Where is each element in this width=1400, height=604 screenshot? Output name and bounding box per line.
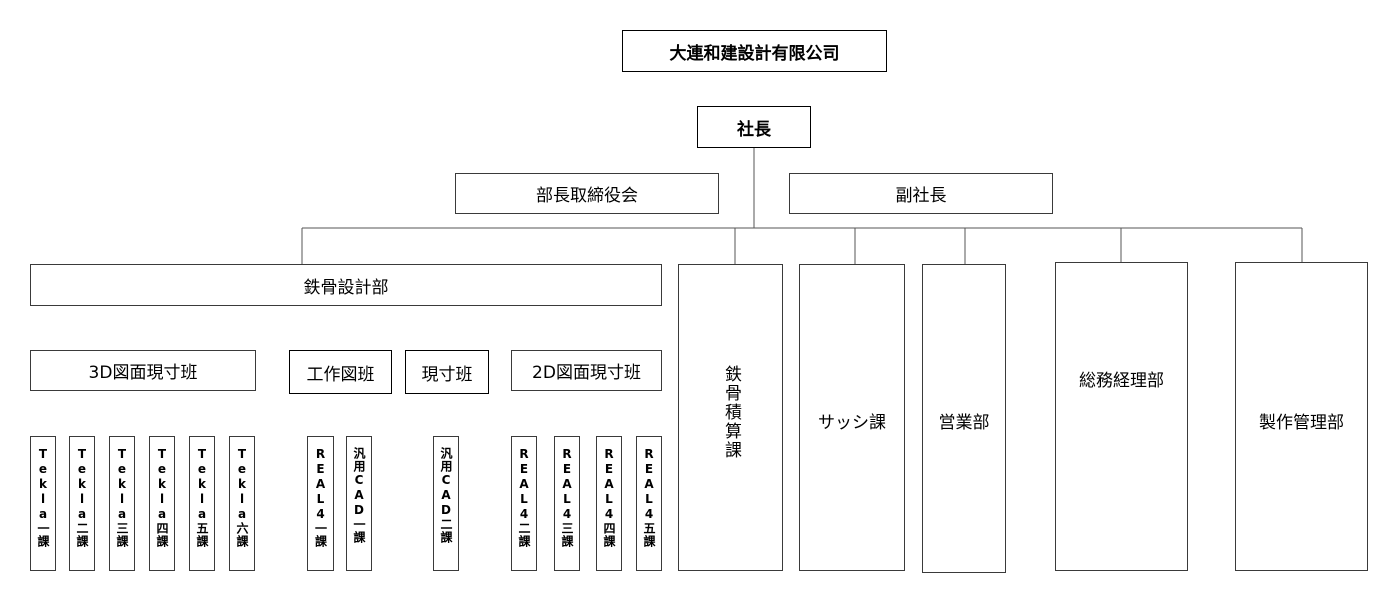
unit-tekla-2: Tekla二課: [69, 436, 95, 571]
team-shop-drawing-label: 工作図班: [306, 364, 375, 385]
board-label: 部長取締役会: [536, 186, 638, 206]
unit-real4-3: REAL4三課: [554, 436, 580, 571]
president-box: 社長: [697, 106, 811, 148]
team-shop-drawing-box: 工作図班: [289, 350, 392, 394]
vice-president-label: 副社長: [895, 186, 947, 206]
unit-tekla-1-label: Tekla一課: [36, 447, 50, 548]
unit-tekla-4: Tekla四課: [149, 436, 175, 571]
unit-tekla-1: Tekla一課: [30, 436, 56, 571]
unit-cad-2-label: 汎用CAD二課: [439, 447, 453, 544]
unit-tekla-5-label: Tekla五課: [195, 447, 209, 548]
unit-real4-5: REAL4五課: [636, 436, 662, 571]
president-label: 社長: [737, 119, 771, 140]
unit-tekla-2-label: Tekla二課: [75, 447, 89, 548]
unit-real4-3-label: REAL4三課: [560, 447, 574, 548]
dept-production-management-label: 製作管理部: [1259, 413, 1344, 433]
unit-real4-4: REAL4四課: [596, 436, 622, 571]
unit-tekla-3-label: Tekla三課: [115, 447, 129, 548]
steel-design-label: 鉄骨設計部: [303, 277, 389, 298]
dept-steel-estimation-label: 鉄骨積算課: [721, 365, 741, 460]
dept-general-affairs-label: 総務経理部: [1079, 371, 1164, 391]
unit-real4-1: REAL4一課: [307, 436, 334, 571]
unit-tekla-3: Tekla三課: [109, 436, 135, 571]
dept-sash-label: サッシ課: [818, 413, 886, 433]
unit-tekla-6-label: Tekla六課: [235, 447, 249, 548]
unit-real4-1-label: REAL4一課: [313, 447, 328, 548]
team-3d-box: 3D図面現寸班: [30, 350, 256, 391]
dept-sales: 営業部: [922, 264, 1006, 573]
unit-tekla-4-label: Tekla四課: [155, 447, 169, 548]
unit-real4-2: REAL4二課: [511, 436, 537, 571]
dept-production-management: 製作管理部: [1235, 262, 1368, 571]
company-box: 大連和建設計有限公司: [622, 30, 887, 72]
team-2d-label: 2D図面現寸班: [532, 363, 641, 383]
unit-tekla-5: Tekla五課: [189, 436, 215, 571]
board-box: 部長取締役会: [455, 173, 719, 214]
unit-real4-2-label: REAL4二課: [517, 447, 531, 548]
team-2d-box: 2D図面現寸班: [511, 350, 662, 391]
team-3d-label: 3D図面現寸班: [88, 363, 198, 383]
unit-cad-1: 汎用CAD一課: [346, 436, 372, 571]
unit-cad-1-label: 汎用CAD一課: [352, 447, 366, 544]
dept-steel-estimation: 鉄骨積算課: [678, 264, 783, 571]
vice-president-box: 副社長: [789, 173, 1053, 214]
team-fullsize-box: 現寸班: [405, 350, 489, 394]
unit-real4-5-label: REAL4五課: [642, 447, 656, 548]
team-fullsize-label: 現寸班: [421, 364, 473, 385]
dept-sash: サッシ課: [799, 264, 905, 571]
dept-sales-label: 営業部: [938, 413, 990, 433]
unit-cad-2: 汎用CAD二課: [433, 436, 459, 571]
company-name: 大連和建設計有限公司: [669, 43, 840, 64]
dept-general-affairs: 総務経理部: [1055, 262, 1188, 571]
steel-design-box: 鉄骨設計部: [30, 264, 662, 306]
unit-real4-4-label: REAL4四課: [602, 447, 616, 548]
unit-tekla-6: Tekla六課: [229, 436, 255, 571]
